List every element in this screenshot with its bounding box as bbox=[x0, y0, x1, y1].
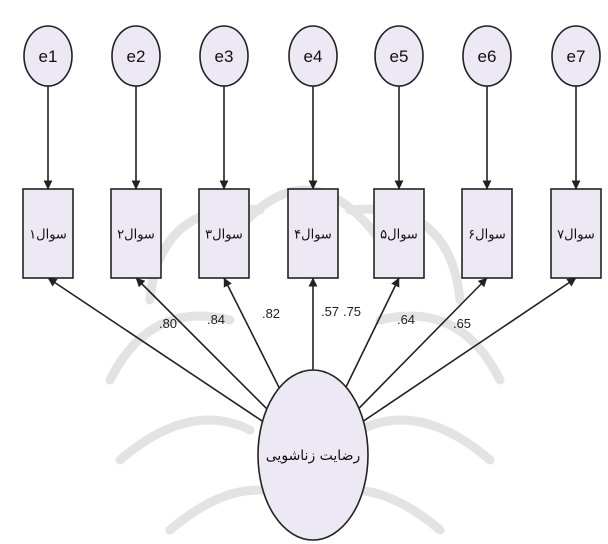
error-label-7: e7 bbox=[567, 47, 586, 66]
indicator-label-2: سوال۲ bbox=[117, 228, 155, 243]
loading-label-7: .65 bbox=[453, 316, 471, 331]
loading-label-6: .64 bbox=[397, 312, 415, 327]
error-label-4: e4 bbox=[304, 47, 323, 66]
indicator-node-1 bbox=[22, 188, 74, 279]
latent-node bbox=[257, 369, 369, 541]
loading-arrow-3 bbox=[223, 277, 280, 389]
error-node-4 bbox=[288, 25, 338, 87]
loading-label-5: .75 bbox=[343, 304, 361, 319]
indicator-node-3 bbox=[198, 188, 250, 279]
indicator-node-4 bbox=[287, 188, 339, 279]
loading-arrow-5 bbox=[345, 277, 400, 388]
loading-label-4: .57 bbox=[321, 304, 339, 319]
loading-label-1: .80 bbox=[159, 316, 177, 331]
indicator-label-5: سوال۵ bbox=[380, 228, 418, 243]
error-node-1 bbox=[23, 25, 73, 87]
indicator-label-7: سوال۷ bbox=[557, 228, 595, 243]
nodes-layer bbox=[22, 25, 602, 541]
loading-arrow-2 bbox=[135, 277, 268, 410]
indicator-node-7 bbox=[550, 188, 602, 279]
error-node-2 bbox=[111, 25, 161, 87]
error-label-1: e1 bbox=[39, 47, 58, 66]
error-label-2: e2 bbox=[127, 47, 146, 66]
error-node-5 bbox=[374, 25, 424, 87]
loading-label-2: .84 bbox=[207, 312, 225, 327]
indicator-label-1: سوال۱ bbox=[29, 228, 67, 243]
loading-arrow-1 bbox=[47, 277, 263, 422]
error-node-3 bbox=[199, 25, 249, 87]
indicator-label-3: سوال۳ bbox=[205, 228, 243, 243]
edges-layer bbox=[43, 86, 581, 422]
latent-label: رضایت زناشویی bbox=[266, 448, 360, 464]
labels-layer: e1 سوال۱ .80 e2 سوال۲ .84 e3 سوال۳ .82 e4 سوال۴ .57… bbox=[29, 47, 595, 464]
indicator-node-5 bbox=[373, 188, 425, 279]
loading-arrow-6 bbox=[358, 277, 488, 409]
indicator-label-4: سوال۴ bbox=[294, 228, 332, 243]
error-node-7 bbox=[551, 25, 601, 87]
error-label-3: e3 bbox=[215, 47, 234, 66]
loading-label-3: .82 bbox=[262, 306, 280, 321]
error-node-6 bbox=[462, 25, 512, 87]
indicator-node-6 bbox=[461, 188, 513, 279]
loading-arrow-7 bbox=[362, 277, 577, 422]
error-label-6: e6 bbox=[478, 47, 497, 66]
indicator-label-6: سوال۶ bbox=[468, 228, 506, 243]
indicator-node-2 bbox=[110, 188, 162, 279]
error-label-5: e5 bbox=[390, 47, 409, 66]
